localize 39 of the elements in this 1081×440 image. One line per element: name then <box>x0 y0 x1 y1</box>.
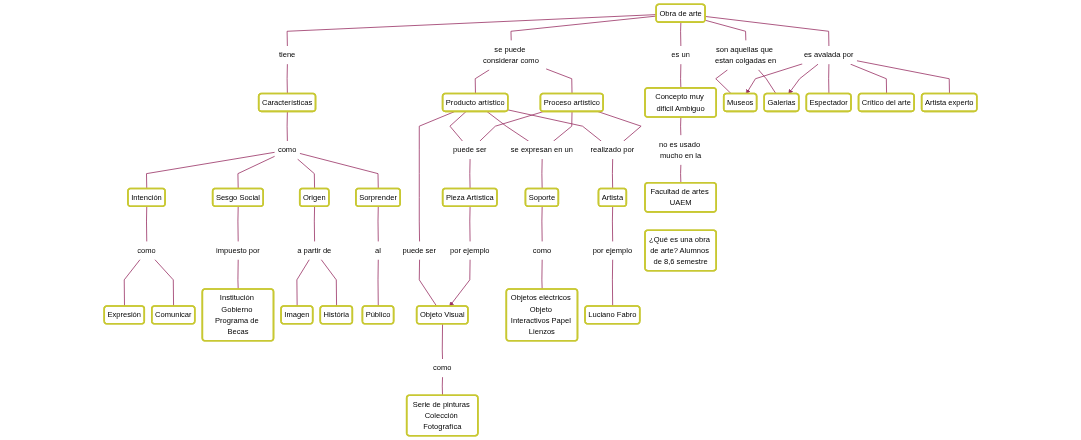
connector <box>486 111 530 142</box>
connector <box>680 63 682 89</box>
connector <box>286 111 288 142</box>
connector <box>507 109 602 142</box>
connector <box>286 63 288 95</box>
connector <box>828 63 830 95</box>
connector <box>510 15 657 42</box>
connector <box>680 116 682 136</box>
connector <box>441 323 443 360</box>
connector <box>758 69 777 95</box>
connector <box>123 259 141 307</box>
connector <box>850 63 887 95</box>
connector <box>313 206 315 243</box>
connector <box>418 111 455 243</box>
connector <box>146 151 276 190</box>
connector <box>680 164 682 184</box>
connector <box>704 19 747 42</box>
connector <box>377 259 379 307</box>
connector <box>479 111 544 142</box>
connector <box>856 60 950 95</box>
connector <box>597 111 642 142</box>
connector <box>552 111 573 142</box>
connector <box>680 21 682 47</box>
connector <box>612 259 614 307</box>
connector <box>154 259 174 307</box>
connector <box>146 206 148 243</box>
connector <box>320 259 337 307</box>
connector <box>441 376 443 396</box>
connector <box>612 158 614 190</box>
connector <box>377 206 379 243</box>
connector <box>612 206 614 243</box>
connector <box>299 153 379 190</box>
connector <box>297 158 315 190</box>
connector <box>286 14 657 47</box>
connector <box>545 68 573 95</box>
connector <box>296 259 310 307</box>
connector <box>237 155 276 190</box>
connector <box>418 259 438 307</box>
connector <box>704 16 830 47</box>
